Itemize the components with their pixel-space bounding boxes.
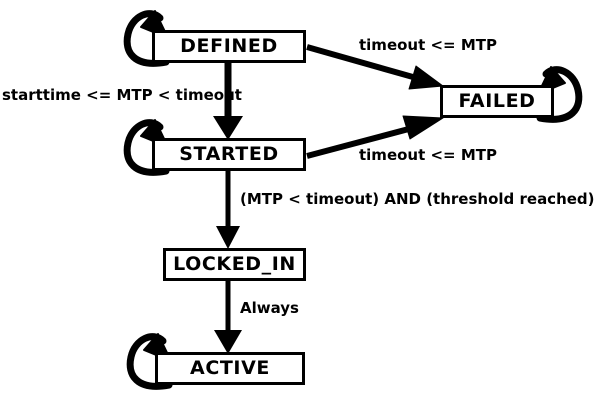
- edge-started-to-locked-in: [216, 171, 240, 249]
- edge-defined-to-failed: [306, 44, 444, 90]
- edge-label-starttime-mtp-timeout: starttime <= MTP < timeout: [2, 86, 242, 104]
- state-label-failed: FAILED: [458, 90, 536, 112]
- state-label-defined: DEFINED: [180, 35, 278, 57]
- state-box-locked-in[interactable]: LOCKED_IN: [163, 248, 306, 281]
- edge-label-timeout-mtp-top: timeout <= MTP: [359, 36, 498, 54]
- state-box-failed[interactable]: FAILED: [440, 85, 554, 118]
- state-label-active: ACTIVE: [190, 357, 270, 379]
- state-box-started[interactable]: STARTED: [152, 138, 306, 171]
- state-box-defined[interactable]: DEFINED: [152, 30, 306, 63]
- state-box-active[interactable]: ACTIVE: [155, 352, 305, 385]
- edge-locked-in-to-active: [214, 281, 242, 354]
- state-label-started: STARTED: [179, 143, 279, 165]
- edge-defined-to-started: [213, 63, 243, 140]
- edge-label-mtp-threshold: (MTP < timeout) AND (threshold reached): [240, 190, 595, 208]
- edge-started-to-failed: [306, 115, 444, 159]
- state-label-locked-in: LOCKED_IN: [173, 253, 296, 275]
- edge-label-always: Always: [240, 299, 299, 317]
- edge-label-timeout-mtp-bottom: timeout <= MTP: [359, 146, 498, 164]
